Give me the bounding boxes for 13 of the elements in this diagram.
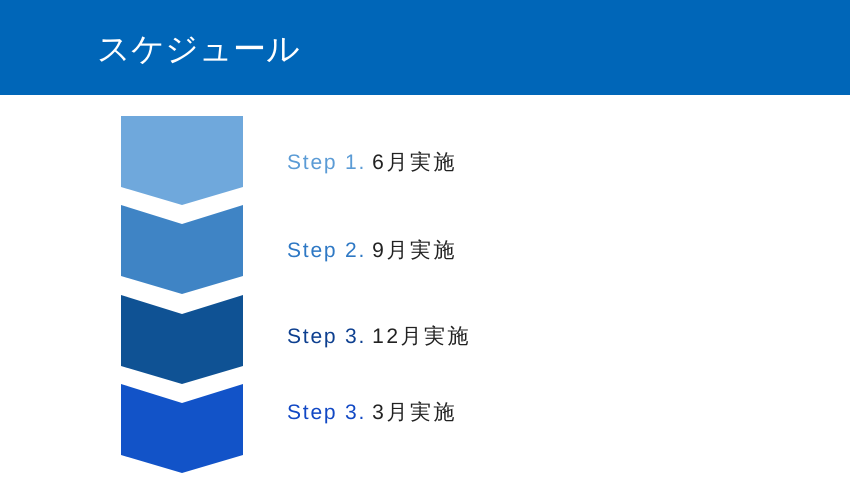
step-date: 9月実施	[372, 238, 457, 264]
step-date: 3月実施	[372, 400, 457, 426]
process-step	[121, 116, 243, 205]
step-number: Step 3.	[287, 400, 366, 426]
step-number: Step 3.	[287, 324, 366, 350]
slide-title: スケジュール	[97, 29, 300, 69]
step-number: Step 1.	[287, 150, 366, 176]
step-date: 6月実施	[372, 150, 457, 176]
process-step	[121, 384, 243, 473]
step-date: 12月実施	[372, 324, 472, 350]
process-step	[121, 295, 243, 384]
step-number: Step 2.	[287, 238, 366, 264]
process-step	[121, 205, 243, 294]
